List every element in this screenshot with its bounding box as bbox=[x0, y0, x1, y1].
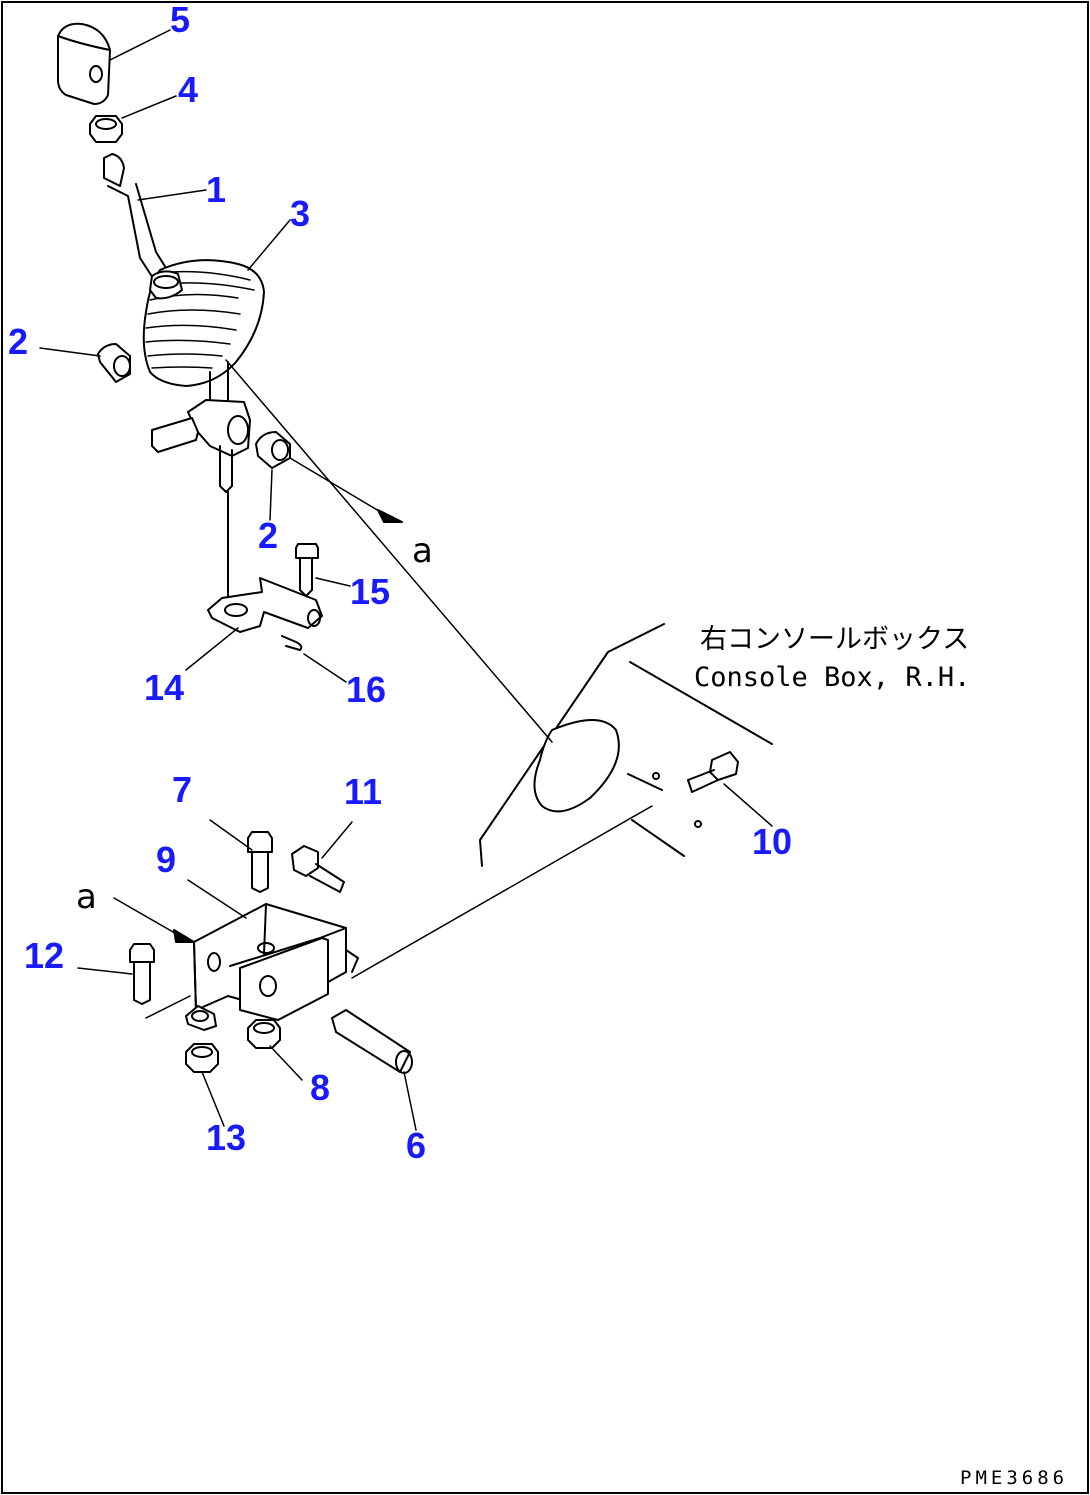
callout-4: 4 bbox=[178, 69, 198, 110]
shaft-part bbox=[331, 1009, 413, 1074]
callout-6: 6 bbox=[406, 1125, 426, 1166]
nut-part-8 bbox=[247, 1019, 281, 1049]
pin-part bbox=[295, 543, 319, 597]
callout-11: 11 bbox=[344, 771, 382, 812]
callout-14: 14 bbox=[144, 667, 184, 708]
callout-9: 9 bbox=[156, 839, 176, 880]
console-box-outline bbox=[479, 623, 773, 867]
callout-16: 16 bbox=[346, 669, 386, 710]
callout-3: 3 bbox=[290, 193, 310, 234]
callout-15: 15 bbox=[350, 571, 390, 612]
nut-part bbox=[89, 115, 123, 143]
part-callouts: 5 4 1 3 2 2 15 14 16 7 11 9 12 10 8 13 6 bbox=[8, 0, 792, 1166]
callout-5: 5 bbox=[170, 0, 190, 40]
drawing-code: PME3686 bbox=[960, 1467, 1068, 1489]
callout-13: 13 bbox=[206, 1117, 246, 1158]
view-ref-a-lower: a bbox=[76, 877, 97, 917]
bracket-part bbox=[185, 903, 359, 1031]
console-label-en: Console Box, R.H. bbox=[694, 662, 970, 693]
callout-12: 12 bbox=[24, 935, 64, 976]
callout-10: 10 bbox=[752, 821, 792, 862]
bolt-part-12 bbox=[129, 943, 155, 1005]
link-part bbox=[207, 491, 323, 633]
knob-part bbox=[57, 22, 111, 105]
callout-2-upper: 2 bbox=[8, 321, 28, 362]
cotter-pin-part bbox=[281, 635, 303, 651]
reference-lines bbox=[39, 29, 773, 1131]
bushing-part-upper bbox=[97, 343, 131, 383]
callout-1: 1 bbox=[206, 169, 226, 210]
bolt-part-10 bbox=[687, 751, 739, 793]
callout-8: 8 bbox=[310, 1067, 330, 1108]
view-ref-a-upper: a bbox=[412, 531, 433, 571]
bushing-part-lower bbox=[255, 431, 291, 469]
bolt-part-11 bbox=[291, 845, 345, 893]
nut-part-13 bbox=[185, 1043, 219, 1073]
callout-2-lower: 2 bbox=[258, 515, 278, 556]
bolt-part-7 bbox=[247, 831, 273, 893]
callout-7: 7 bbox=[172, 769, 192, 810]
console-label-jp: 右コンソールボックス bbox=[700, 624, 969, 655]
boot-part bbox=[142, 259, 265, 493]
